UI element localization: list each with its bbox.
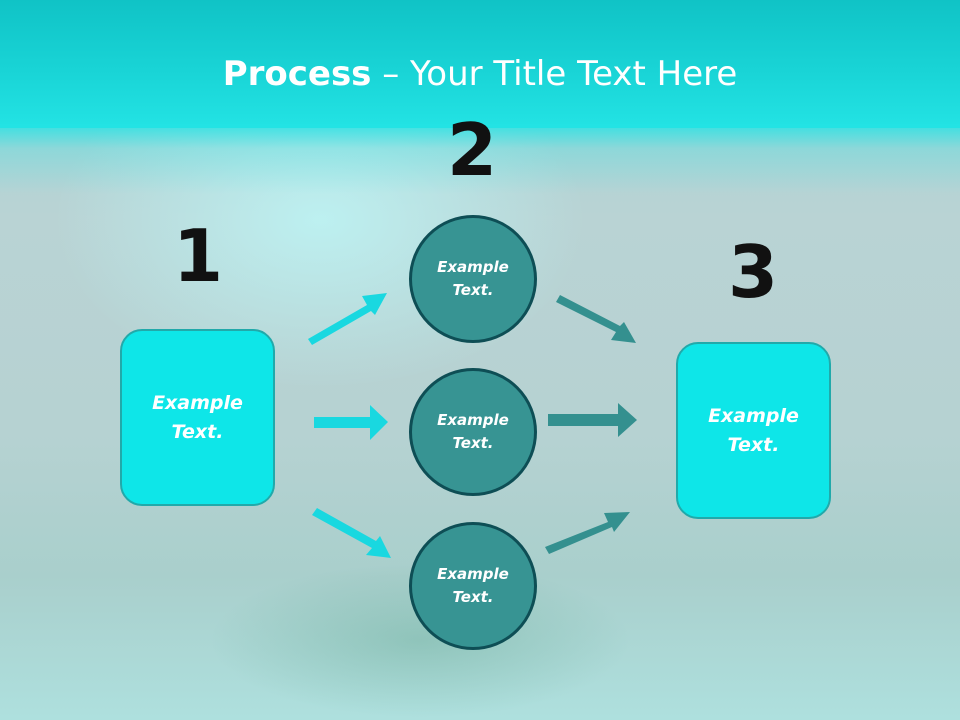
arrow-top-to-3 (556, 295, 636, 343)
circle-middle-text: Example Text. (437, 411, 509, 452)
arrow-middle-to-3 (548, 403, 637, 437)
title-banner (0, 0, 960, 128)
step-2-circle-top[interactable]: Example Text. (409, 215, 537, 343)
arrow-1-to-bottom (312, 508, 391, 558)
step-2-circle-bottom[interactable]: Example Text. (409, 522, 537, 650)
circle-bottom-text: Example Text. (437, 565, 509, 606)
arrow-1-to-middle (314, 405, 388, 440)
step-3-box[interactable]: Example Text. (676, 342, 831, 519)
title-rest: – Your Title Text Here (371, 54, 738, 94)
step-number-2: 2 (446, 108, 498, 192)
arrow-bottom-to-3 (545, 512, 630, 554)
step-number-3: 3 (727, 230, 779, 314)
step-1-text: Example Text. (152, 391, 243, 443)
slide-title: Process – Your Title Text Here (0, 52, 960, 96)
step-2-circle-middle[interactable]: Example Text. (409, 368, 537, 496)
arrow-1-to-top (308, 293, 387, 345)
banner-glow (0, 124, 960, 194)
step-number-1: 1 (172, 214, 224, 298)
title-bold: Process (222, 54, 372, 94)
step-1-box[interactable]: Example Text. (120, 329, 275, 506)
circle-top-text: Example Text. (437, 258, 509, 299)
step-3-text: Example Text. (708, 404, 799, 456)
